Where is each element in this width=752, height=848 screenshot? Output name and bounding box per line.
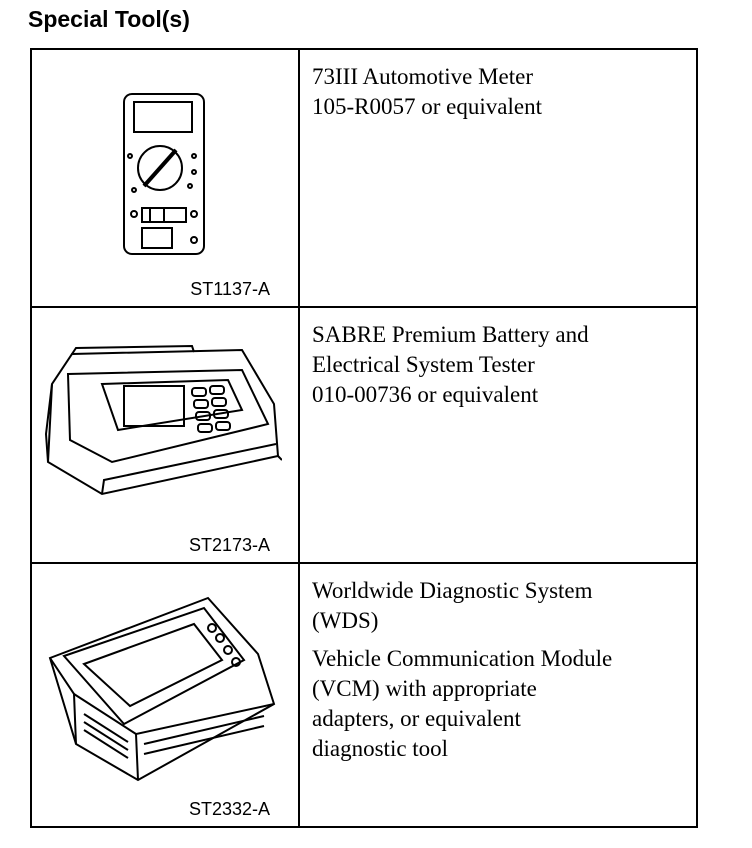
tool-code: ST1137-A: [190, 279, 270, 299]
tool-description-cell: Worldwide Diagnostic System (WDS) Vehicl…: [298, 562, 698, 828]
table-row: ST2173-A SABRE Premium Battery and Elect…: [30, 306, 698, 564]
description-line: Vehicle Communication Module: [312, 646, 613, 671]
tool-description: 73III Automotive Meter 105-R0057 or equi…: [312, 62, 686, 122]
description-line: SABRE Premium Battery and: [312, 322, 589, 347]
tool-code: ST2173-A: [188, 535, 270, 555]
tool-description-cell: SABRE Premium Battery and Electrical Sys…: [298, 306, 698, 564]
description-line: (WDS): [312, 608, 379, 633]
description-line: Electrical System Tester: [312, 352, 535, 377]
table-row: ST1137-A 73III Automotive Meter 105-R005…: [30, 48, 698, 308]
description-line: diagnostic tool: [312, 736, 449, 761]
description-line: 105-R0057 or equivalent: [312, 94, 542, 119]
table-row: ST2332-A Worldwide Diagnostic System (WD…: [30, 562, 698, 828]
battery-tester-icon: [44, 344, 282, 496]
tool-code: ST2332-A: [188, 799, 270, 819]
multimeter-icon: [123, 93, 205, 255]
diagnostic-module-icon: [48, 596, 276, 782]
tool-description: Vehicle Communication Module (VCM) with …: [312, 644, 686, 764]
description-line: Worldwide Diagnostic System: [312, 578, 593, 603]
description-line: 73III Automotive Meter: [312, 64, 534, 89]
tool-image-cell: ST1137-A: [30, 48, 300, 308]
tool-description: Worldwide Diagnostic System (WDS): [312, 576, 686, 636]
description-line: adapters, or equivalent: [312, 706, 521, 731]
description-line: (VCM) with appropriate: [312, 676, 537, 701]
section-heading: Special Tool(s): [28, 6, 190, 32]
tool-image-cell: ST2332-A: [30, 562, 300, 828]
special-tools-table: ST1137-A 73III Automotive Meter 105-R005…: [30, 48, 698, 828]
tool-description-cell: 73III Automotive Meter 105-R0057 or equi…: [298, 48, 698, 308]
tool-description: SABRE Premium Battery and Electrical Sys…: [312, 320, 686, 410]
tool-image-cell: ST2173-A: [30, 306, 300, 564]
description-line: 010-00736 or equivalent: [312, 382, 539, 407]
